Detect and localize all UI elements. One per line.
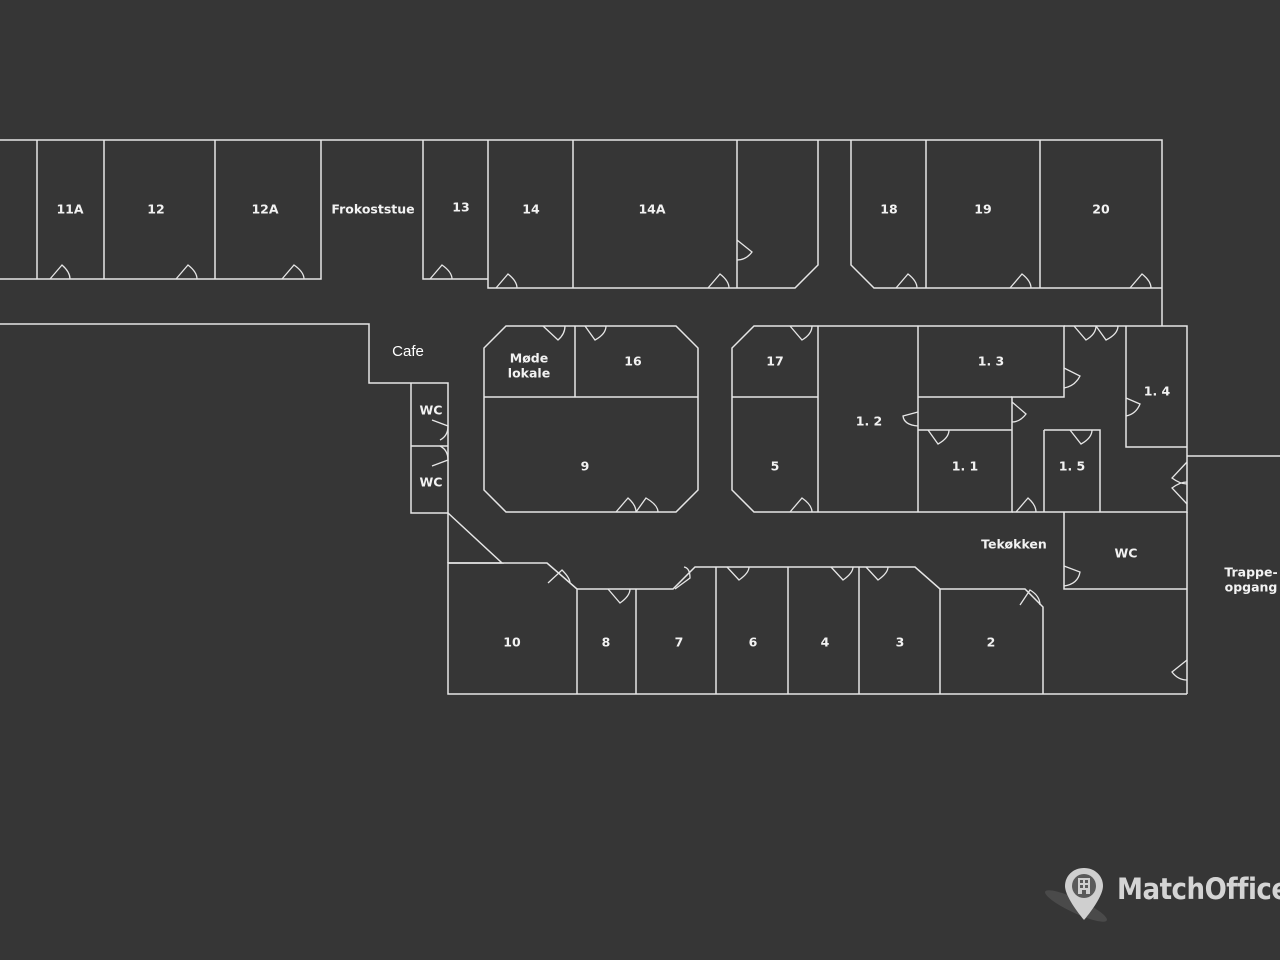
room-label-frokoststue: Frokoststue bbox=[331, 202, 414, 217]
room-label-17: 17 bbox=[766, 354, 783, 369]
room-label-6: 6 bbox=[749, 635, 758, 650]
room-label-12: 12 bbox=[147, 202, 164, 217]
room-label-19: 19 bbox=[974, 202, 991, 217]
bottom-wing-walls bbox=[447, 512, 1187, 695]
room-label-20: 20 bbox=[1092, 202, 1110, 217]
room-label-7: 7 bbox=[675, 635, 684, 650]
room-label-14a: 14A bbox=[638, 202, 665, 217]
room-label-mode-line1: Møde bbox=[510, 351, 548, 366]
map-pin-building-icon bbox=[1045, 868, 1107, 922]
room-label-trappe-line2: opgang bbox=[1225, 580, 1278, 595]
room-label-10: 10 bbox=[503, 635, 521, 650]
room-label-11a: 11A bbox=[56, 202, 83, 217]
room-label-14: 14 bbox=[522, 202, 540, 217]
room-label-16: 16 bbox=[624, 354, 642, 369]
room-label-18: 18 bbox=[880, 202, 897, 217]
top-wing-walls bbox=[0, 139, 1163, 563]
room-label-wc-top: WC bbox=[420, 403, 443, 418]
door-swings bbox=[49, 239, 1188, 681]
room-label-4: 4 bbox=[821, 635, 830, 650]
room-label-1-5: 1. 5 bbox=[1059, 459, 1086, 474]
room-label-2: 2 bbox=[987, 635, 996, 650]
room-label-1-1: 1. 1 bbox=[952, 459, 979, 474]
room-label-mode-line2: lokale bbox=[508, 366, 550, 381]
room-label-wc-right: WC bbox=[1115, 546, 1138, 561]
room-label-cafe: Cafe bbox=[392, 343, 424, 360]
room-label-tekokken: Tekøkken bbox=[981, 537, 1047, 552]
island-right-walls bbox=[731, 325, 1065, 513]
room-label-8: 8 bbox=[602, 635, 611, 650]
room-labels: 11A 12 12A Frokoststue 13 14 14A 18 19 2… bbox=[56, 200, 1277, 650]
east-block-walls bbox=[1012, 325, 1280, 694]
room-label-1-2: 1. 2 bbox=[856, 414, 883, 429]
room-label-1-3: 1. 3 bbox=[978, 354, 1005, 369]
island-left-walls bbox=[483, 325, 699, 513]
room-label-trappe-line1: Trappe- bbox=[1224, 565, 1277, 580]
room-label-9: 9 bbox=[581, 459, 590, 474]
room-label-wc-bottom: WC bbox=[420, 475, 443, 490]
room-label-5: 5 bbox=[771, 459, 780, 474]
room-label-13: 13 bbox=[452, 200, 469, 215]
room-label-1-4: 1. 4 bbox=[1144, 384, 1171, 399]
room-label-12a: 12A bbox=[251, 202, 278, 217]
room-label-3: 3 bbox=[896, 635, 905, 650]
brand-name: MatchOffice bbox=[1117, 872, 1280, 906]
